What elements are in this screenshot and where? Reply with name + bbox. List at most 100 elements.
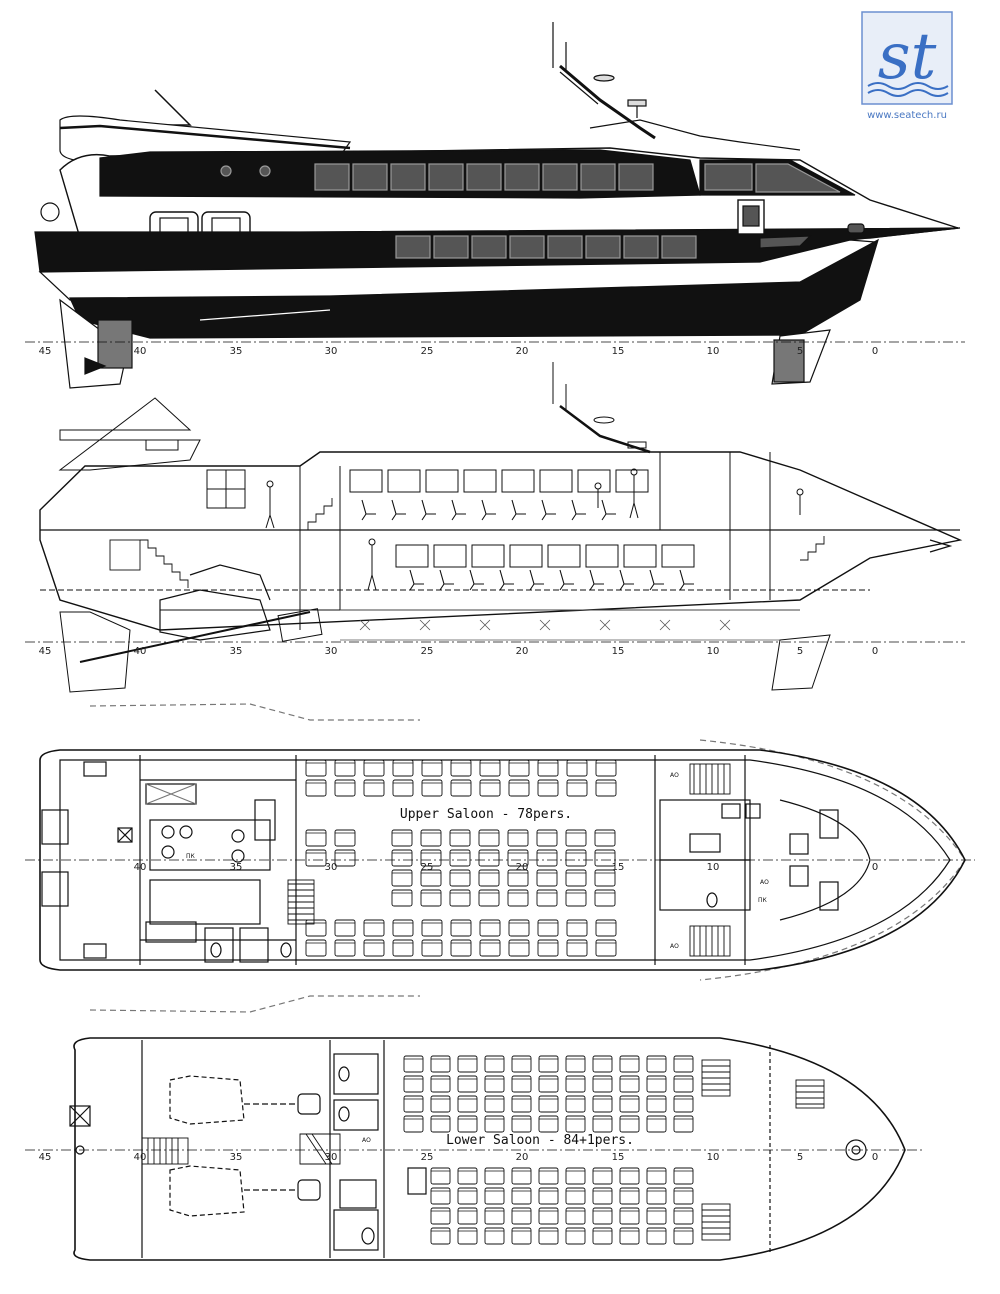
frame-mark: 25 xyxy=(421,646,434,657)
upper-deck-tags: АО АО АО ПК ПК xyxy=(186,772,769,950)
seat xyxy=(457,1207,478,1225)
seat xyxy=(305,779,327,797)
upper-deck-plan xyxy=(25,703,975,1013)
seat xyxy=(421,919,443,937)
exterior-profile-view xyxy=(25,22,965,389)
seat xyxy=(449,869,471,887)
seat xyxy=(538,1095,559,1113)
seat xyxy=(566,939,588,957)
seat xyxy=(334,919,356,937)
seat xyxy=(420,829,442,847)
seat xyxy=(484,1055,505,1073)
seat xyxy=(421,779,443,797)
frame-mark: 5 xyxy=(797,646,803,657)
seat xyxy=(536,829,558,847)
seat xyxy=(479,779,501,797)
seat xyxy=(507,849,529,867)
seat xyxy=(646,1115,667,1133)
seat xyxy=(449,829,471,847)
frame-mark: 30 xyxy=(325,862,338,873)
seat xyxy=(619,1075,640,1093)
seat xyxy=(450,779,472,797)
seat xyxy=(430,1055,451,1073)
seat xyxy=(619,1095,640,1113)
seat xyxy=(566,919,588,937)
seat xyxy=(538,1075,559,1093)
seat xyxy=(511,1055,532,1073)
seat xyxy=(594,849,616,867)
seat xyxy=(592,1095,613,1113)
seat xyxy=(592,1207,613,1225)
seat xyxy=(478,849,500,867)
seat xyxy=(595,919,617,937)
seat xyxy=(673,1115,694,1133)
seat xyxy=(478,829,500,847)
seat xyxy=(511,1115,532,1133)
lower-saloon-label: Lower Saloon - 84+1pers. xyxy=(446,1133,634,1148)
seatech-logo: st www.seatech.ru xyxy=(861,11,953,121)
seat xyxy=(334,939,356,957)
seat xyxy=(565,849,587,867)
seat xyxy=(391,829,413,847)
frame-mark: 0 xyxy=(872,862,878,873)
seat xyxy=(673,1095,694,1113)
frame-mark: 10 xyxy=(707,1152,720,1163)
logo-text: st xyxy=(878,20,937,94)
frame-mark: 10 xyxy=(707,346,720,357)
seat xyxy=(595,759,617,777)
seat xyxy=(403,1055,424,1073)
seat xyxy=(619,1227,640,1245)
seat xyxy=(457,1115,478,1133)
seat xyxy=(457,1095,478,1113)
frame-mark: 35 xyxy=(230,346,243,357)
seat xyxy=(619,1055,640,1073)
seat xyxy=(565,869,587,887)
seat xyxy=(392,779,414,797)
tag-ao: АО xyxy=(670,772,679,779)
seat xyxy=(646,1055,667,1073)
seat xyxy=(484,1095,505,1113)
seat xyxy=(484,1207,505,1225)
frame-mark: 20 xyxy=(516,346,529,357)
seat xyxy=(391,889,413,907)
seat xyxy=(508,919,530,937)
seat xyxy=(565,1167,586,1185)
frame-mark: 30 xyxy=(325,1152,338,1163)
seat xyxy=(450,939,472,957)
seat xyxy=(484,1075,505,1093)
seat xyxy=(595,779,617,797)
seat xyxy=(403,1115,424,1133)
seat xyxy=(673,1075,694,1093)
seat xyxy=(392,939,414,957)
seat xyxy=(450,919,472,937)
seat xyxy=(334,829,356,847)
seat xyxy=(403,1075,424,1093)
frame-scale-lower-deck: 45 40 35 30 25 20 15 10 5 0 xyxy=(39,1152,879,1163)
frame-mark: 10 xyxy=(707,646,720,657)
seat xyxy=(511,1187,532,1205)
seat xyxy=(592,1167,613,1185)
seat xyxy=(508,759,530,777)
frame-mark: 30 xyxy=(325,346,338,357)
seat xyxy=(646,1167,667,1185)
seat xyxy=(537,939,559,957)
seat xyxy=(566,759,588,777)
seat xyxy=(511,1167,532,1185)
seat xyxy=(507,869,529,887)
tag-ao: АО xyxy=(760,879,769,886)
seat xyxy=(537,759,559,777)
seat xyxy=(592,1227,613,1245)
seat xyxy=(479,939,501,957)
seat xyxy=(511,1075,532,1093)
frame-mark: 0 xyxy=(872,346,878,357)
seat xyxy=(449,889,471,907)
seat xyxy=(508,779,530,797)
frame-scale-inboard: 45 40 35 30 25 20 15 10 5 0 xyxy=(39,646,879,657)
frame-mark: 20 xyxy=(516,1152,529,1163)
seat xyxy=(619,1207,640,1225)
frame-mark: 15 xyxy=(612,1152,625,1163)
seat xyxy=(457,1075,478,1093)
seat xyxy=(565,1227,586,1245)
seat xyxy=(592,1055,613,1073)
seat xyxy=(478,889,500,907)
